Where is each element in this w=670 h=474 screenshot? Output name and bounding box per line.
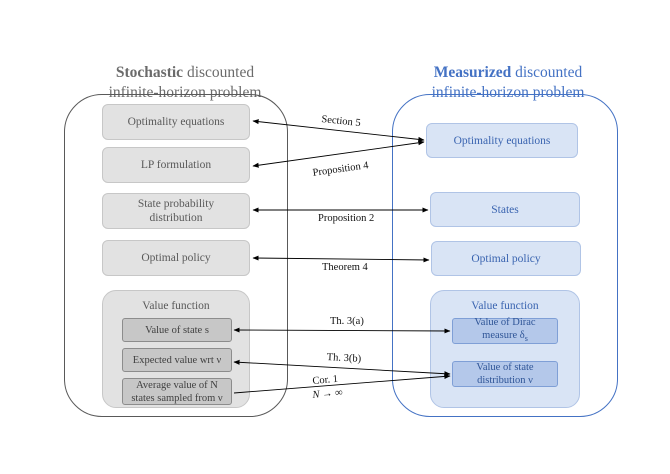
left-optimality-label: Optimality equations — [127, 116, 225, 128]
right-state-dist-line1: Value of state — [476, 362, 534, 373]
right-optimality-equations-box: Optimality equations — [426, 123, 578, 158]
left-expected-value-box: Expected value wrt ν — [122, 348, 232, 372]
label-theorem4: Theorem 4 — [322, 262, 368, 273]
right-title-line2: infinite-horizon problem — [431, 84, 585, 101]
right-dirac-line2-text: measure δ — [482, 330, 525, 342]
label-cor1: Cor. 1 — [312, 373, 339, 387]
arrow-thm4 — [252, 255, 430, 263]
left-lp-formulation-box: LP formulation — [102, 147, 250, 183]
stochastic-panel — [64, 94, 288, 417]
arrow-th3b — [233, 359, 451, 377]
left-optimal-policy-box: Optimal policy — [102, 240, 250, 276]
left-state-probability-box: State probability distribution — [102, 193, 250, 229]
right-states-box: States — [430, 192, 580, 227]
right-title-rest: discounted — [511, 64, 583, 81]
right-optimal-policy-label: Optimal policy — [471, 252, 541, 265]
right-optimal-policy-box: Optimal policy — [431, 241, 581, 276]
left-state-prob-line1: State probability — [137, 198, 215, 210]
left-expected-value-label: Expected value wrt ν — [132, 354, 222, 366]
left-value-of-state-box: Value of state s — [122, 318, 232, 342]
right-dirac-line1: Value of Dirac — [474, 317, 536, 329]
right-state-distribution-box: Value of state distribution ν — [452, 361, 558, 387]
right-states-label: States — [491, 203, 519, 216]
left-title-line2: infinite-horizon problem — [108, 84, 262, 101]
right-dirac-line2: measure δs — [482, 329, 528, 345]
right-dirac-measure-box: Value of Dirac measure δs — [452, 317, 558, 345]
right-optimality-label: Optimality equations — [453, 134, 551, 147]
arrow-th3a — [233, 327, 451, 334]
right-state-dist-line2: distribution ν — [477, 375, 533, 386]
arrow-section5 — [252, 119, 425, 142]
arrow-prop4 — [252, 140, 425, 168]
left-lp-label: LP formulation — [140, 159, 212, 171]
left-title-rest: discounted — [183, 64, 255, 81]
left-optimal-policy-label: Optimal policy — [141, 252, 211, 264]
measurized-panel — [392, 94, 618, 417]
left-state-prob-line2: distribution — [149, 212, 203, 224]
left-value-state-label: Value of state s — [145, 324, 209, 336]
right-dirac-subscript: s — [524, 334, 528, 344]
left-optimality-equations-box: Optimality equations — [102, 104, 250, 140]
label-th3a: Th. 3(a) — [330, 316, 364, 327]
right-value-function-title: Value function — [471, 300, 539, 312]
left-title-bold: Stochastic — [115, 64, 184, 81]
right-title-bold: Measurized — [433, 64, 512, 81]
label-proposition2: Proposition 2 — [318, 213, 375, 224]
left-value-function-title: Value function — [142, 300, 210, 312]
left-average-value-line1: Average value of N — [136, 379, 218, 391]
left-average-value-box: Average value of N states sampled from ν — [122, 378, 232, 405]
right-panel-title: Measurized discounted infinite-horizon p… — [412, 63, 604, 103]
left-panel-title: Stochastic discounted infinite-horizon p… — [90, 63, 280, 103]
arrow-cor1 — [233, 373, 451, 394]
label-th3b: Th. 3(b) — [326, 352, 362, 365]
right-value-function-group — [430, 290, 580, 408]
left-average-value-line2: states sampled from ν — [131, 392, 223, 404]
